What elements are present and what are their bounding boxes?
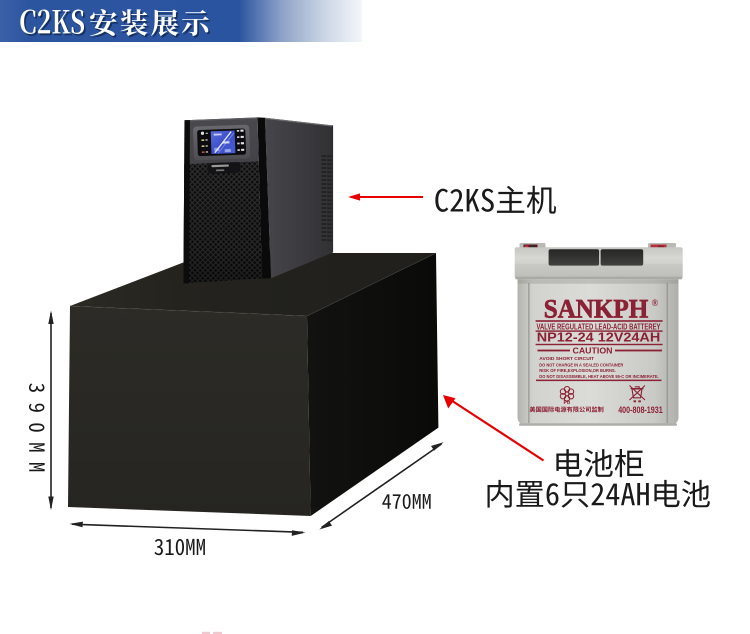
svg-text:400-808-1931: 400-808-1931 <box>618 405 663 415</box>
svg-text:Pb: Pb <box>564 400 571 406</box>
svg-text:DO NOT DISASSEMBLE, HEAT ABOVE: DO NOT DISASSEMBLE, HEAT ABOVE 55-C OR I… <box>539 374 659 380</box>
svg-text:SANKPH: SANKPH <box>544 294 649 323</box>
svg-text:AVOID SHORT CIRCUIT: AVOID SHORT CIRCUIT <box>539 356 594 362</box>
svg-text:VALVE REGULATED LEAD-ACID BATT: VALVE REGULATED LEAD-ACID BATTEREY <box>537 321 661 331</box>
svg-text:RISK OF FIRE,EXPLOSION,OR BURN: RISK OF FIRE,EXPLOSION,OR BURNS. <box>539 368 616 374</box>
svg-text:DO NOT CHARGE IN A SEALED CONT: DO NOT CHARGE IN A SEALED CONTAINER <box>539 363 623 369</box>
svg-text:NP12-24 12V24AH: NP12-24 12V24AH <box>537 330 661 345</box>
svg-text:CAUTION: CAUTION <box>573 347 613 356</box>
svg-text:®: ® <box>652 298 659 308</box>
